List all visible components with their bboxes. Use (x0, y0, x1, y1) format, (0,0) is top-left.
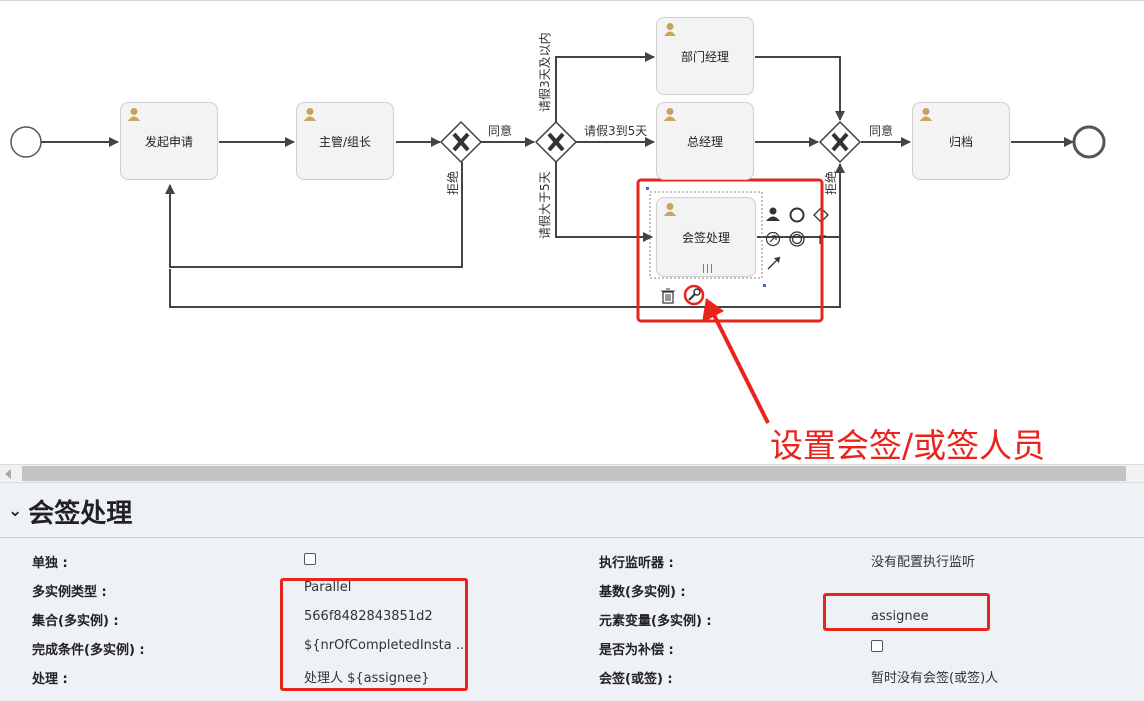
settings-wrench-icon[interactable] (683, 284, 705, 306)
scrollbar-thumb[interactable] (22, 466, 1126, 481)
append-user-task-icon[interactable] (766, 207, 780, 222)
flow-over-5-days[interactable] (555, 162, 653, 242)
annotation-text: 设置会签/或签人员 (770, 426, 1046, 465)
end-event[interactable] (1072, 125, 1106, 159)
properties-panel: ⌄ 会签处理 单独 : 多实例类型 : Parallel 集合(多实例) : 5… (0, 483, 1144, 701)
properties-title: 会签处理 (28, 498, 133, 529)
task-label: 主管/组长 (318, 134, 372, 149)
element-variable-label: 元素变量(多实例) : (599, 614, 712, 629)
append-text-annotation-icon[interactable] (819, 235, 826, 244)
scroll-left-icon[interactable] (5, 469, 11, 479)
context-pad (661, 207, 829, 306)
completion-condition-label: 完成条件(多实例) : (32, 643, 145, 658)
process-canvas[interactable]: 发起申请 主管/组长 部门经理 总经理 会签处理 ||| 归档 同意 拒绝 请假… (0, 0, 1144, 465)
flow-dept-manager-to-gateway3[interactable] (755, 56, 845, 121)
cardinality-label: 基数(多实例) : (599, 585, 686, 600)
exclusive-gateway-3[interactable] (818, 120, 862, 164)
task-label: 归档 (948, 134, 973, 149)
task-label: 会签处理 (681, 230, 730, 245)
flow-label-agree-1: 同意 (488, 124, 513, 138)
delete-trash-icon[interactable] (661, 288, 675, 304)
append-intermediate-event-icon[interactable] (765, 231, 781, 247)
flow-gateway3-reject[interactable] (169, 164, 841, 308)
flow-within-3-days[interactable] (555, 52, 655, 122)
task-start-request[interactable]: 发起申请 (120, 102, 218, 180)
append-end-event-icon[interactable] (789, 207, 805, 223)
exclusive-gateway-1[interactable] (439, 120, 483, 164)
parallel-multi-instance-icon: ||| (702, 264, 715, 274)
completion-condition-value[interactable]: ${nrOfCompletedInsta ... (304, 638, 469, 653)
annotation-arrow (702, 298, 770, 424)
flow-label-3-to-5-days: 请假3到5天 (584, 124, 648, 138)
element-variable-value[interactable]: assignee (871, 609, 929, 624)
append-intermediate-throw-icon[interactable] (789, 231, 805, 247)
divider (0, 537, 1144, 538)
task-archive[interactable]: 归档 (912, 102, 1010, 180)
flow-label-reject-2: 拒绝 (824, 170, 838, 195)
is-compensation-label: 是否为补偿 : (599, 643, 674, 658)
countersign-label: 会签(或签) : (599, 672, 673, 687)
connect-arrow-icon[interactable] (767, 256, 781, 270)
selection-frame (649, 191, 763, 279)
collection-label: 集合(多实例) : (32, 614, 119, 629)
task-label: 总经理 (686, 134, 723, 149)
collection-value[interactable]: 566f8482843851d2 (304, 609, 433, 624)
properties-header-toggle[interactable]: ⌄ 会签处理 (8, 493, 132, 529)
exec-listener-value[interactable]: 没有配置执行监听 (871, 555, 976, 570)
handler-label: 处理 : (32, 672, 68, 687)
task-label: 发起申请 (144, 134, 193, 149)
task-supervisor[interactable]: 主管/组长 (296, 102, 394, 180)
flow-label-within-3-days: 请假3天及以内 (538, 32, 552, 112)
chevron-down-icon: ⌄ (8, 501, 23, 521)
flow-gateway1-reject[interactable] (165, 162, 463, 268)
start-event[interactable] (10, 126, 42, 158)
task-general-manager[interactable]: 总经理 (656, 102, 754, 180)
flow-label-agree-2: 同意 (869, 124, 894, 138)
exclusive-gateway-2[interactable] (534, 120, 578, 164)
exclusive-label: 单独 : (32, 556, 68, 571)
handler-value[interactable]: 处理人 ${assignee} (304, 671, 430, 686)
flow-label-reject-1: 拒绝 (446, 170, 460, 195)
countersign-value[interactable]: 暂时没有会签(或签)人 (871, 671, 999, 686)
task-label: 部门经理 (680, 49, 729, 64)
multi-instance-type-value[interactable]: Parallel (304, 580, 352, 595)
exec-listener-label: 执行监听器 : (599, 556, 674, 571)
is-compensation-checkbox[interactable] (871, 640, 883, 652)
task-countersign[interactable]: 会签处理 ||| (656, 197, 756, 277)
task-dept-manager[interactable]: 部门经理 (656, 17, 754, 95)
highlight-box-task (636, 178, 824, 323)
multi-instance-type-label: 多实例类型 : (32, 585, 107, 600)
process-diagram-svg (10, 52, 1106, 424)
horizontal-scrollbar[interactable] (0, 464, 1144, 483)
flow-label-over-5-days: 请假大于5天 (538, 171, 552, 239)
exclusive-checkbox[interactable] (304, 553, 316, 565)
